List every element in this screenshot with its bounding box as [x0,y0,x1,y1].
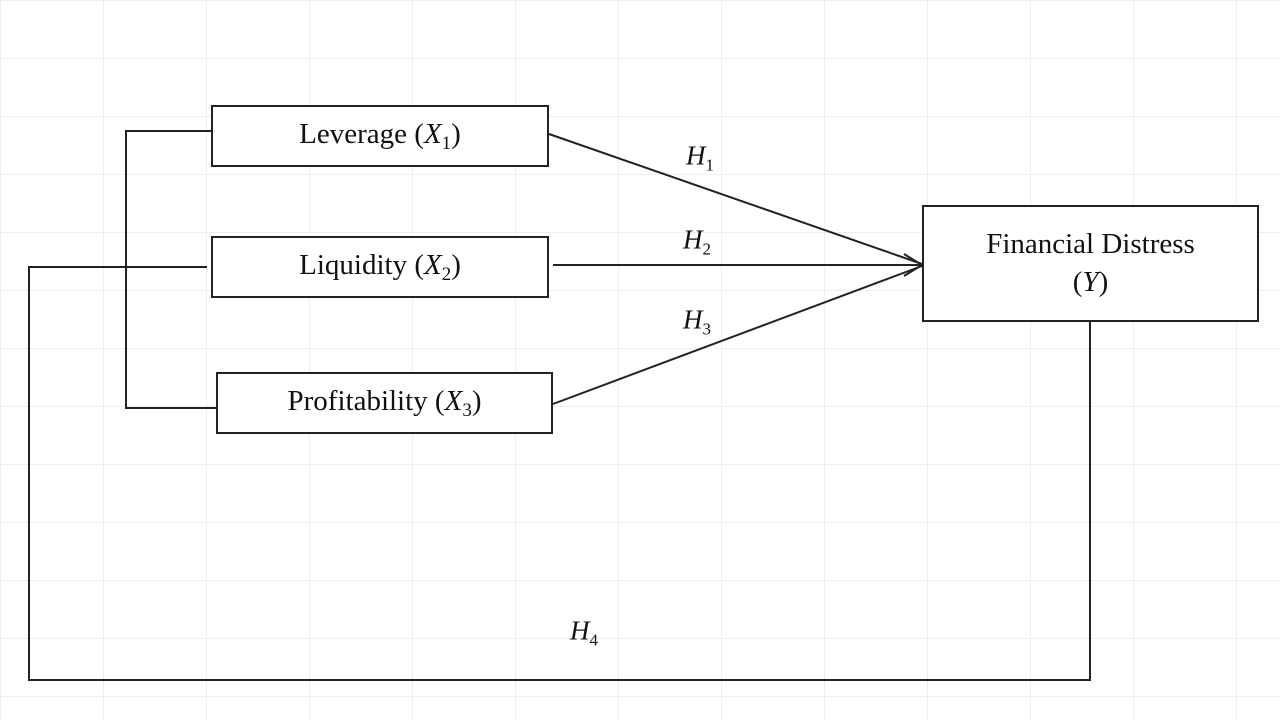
bracket-line [125,130,216,409]
h3-label: H3 [683,304,711,339]
liquidity-node: Liquidity (X2) [211,236,549,298]
financial-distress-label: Financial Distress [986,227,1195,260]
h2-label: H2 [683,224,711,259]
financial-distress-node: Financial Distress (Y) [922,205,1259,322]
h4-path-line [28,266,1091,681]
profitability-label: Profitability (X3) [287,384,482,421]
leverage-node: Leverage (X1) [211,105,549,167]
h1-label: H1 [686,140,714,175]
h3-arrow-line [552,265,923,405]
h1-arrow-line [548,133,923,265]
h4-label: H4 [570,615,598,650]
liquidity-label: Liquidity (X2) [299,248,461,285]
leverage-label: Leverage (X1) [299,117,461,154]
financial-distress-variable: (Y) [1072,265,1109,298]
profitability-node: Profitability (X3) [216,372,553,434]
